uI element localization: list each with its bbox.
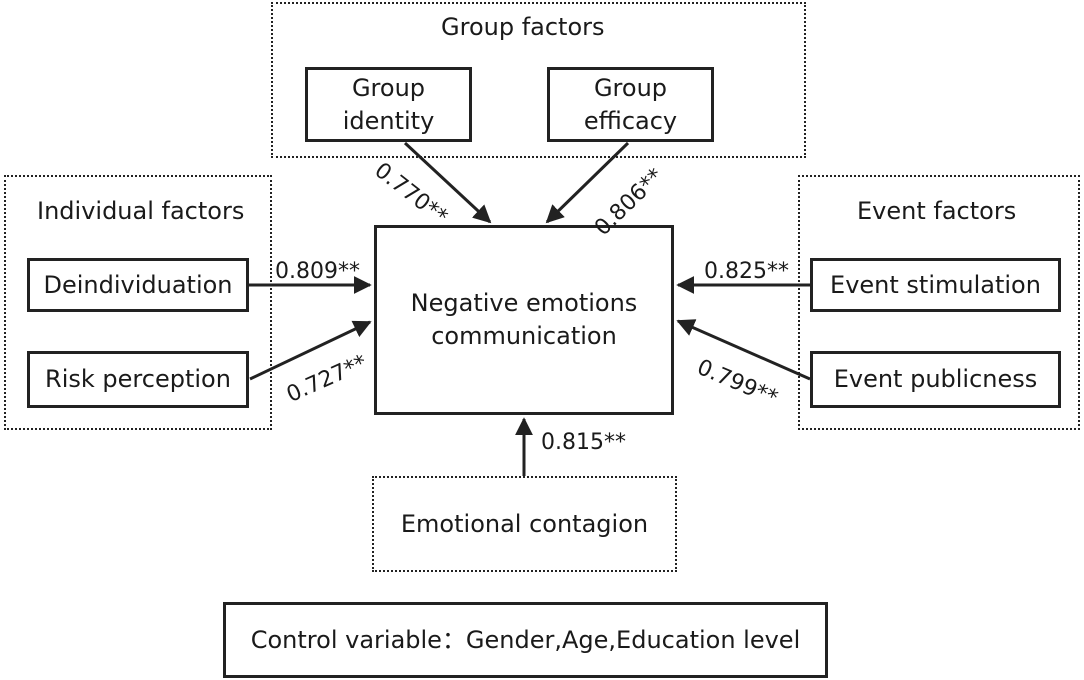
- risk-perception-box: Risk perception: [27, 351, 249, 408]
- event-publicness-box: Event publicness: [810, 351, 1061, 408]
- arrow-group-efficacy: [545, 141, 630, 224]
- individual-factors-title: Individual factors: [37, 197, 245, 225]
- group-efficacy-line-1: Group: [593, 73, 668, 102]
- emotional-contagion-label: Emotional contagion: [400, 510, 649, 538]
- control-variable-box: Control variable：Gender,Age,Education le…: [223, 602, 828, 678]
- arrow-event-publicness: [676, 319, 811, 381]
- risk-perception-label: Risk perception: [45, 365, 231, 393]
- group-identity-box: Group identity: [305, 67, 472, 142]
- group-factors-container: [271, 2, 806, 158]
- group-identity-line-2: identity: [342, 106, 435, 135]
- arrow-group-identity: [403, 141, 492, 224]
- negative-emotions-line-2: communication: [431, 322, 617, 350]
- event-publicness-label: Event publicness: [833, 365, 1038, 393]
- emotional-contagion-box: Emotional contagion: [372, 476, 677, 572]
- event-factors-title: Event factors: [857, 197, 1017, 225]
- negative-emotions-line-1: Negative emotions: [410, 289, 638, 317]
- coef-event-stimulation: 0.825**: [704, 259, 789, 284]
- arrow-risk-perception: [249, 320, 372, 381]
- individual-factors-container: [4, 175, 272, 430]
- event-stimulation-box: Event stimulation: [810, 258, 1061, 312]
- event-factors-container: [798, 175, 1080, 430]
- deindividuation-box: Deindividuation: [27, 258, 249, 312]
- group-efficacy-box: Group efficacy: [547, 67, 714, 142]
- deindividuation-label: Deindividuation: [43, 270, 233, 299]
- group-efficacy-line-2: efficacy: [583, 106, 678, 135]
- group-identity-line-1: Group: [351, 73, 426, 102]
- coef-deindividuation: 0.809**: [275, 259, 360, 284]
- group-factors-title: Group factors: [441, 13, 605, 41]
- coef-emotional-contagion: 0.815**: [541, 430, 626, 455]
- event-stimulation-label: Event stimulation: [830, 270, 1041, 299]
- control-variable-label: Control variable：Gender,Age,Education le…: [250, 625, 801, 654]
- negative-emotions-communication-box: Negative emotions communication: [374, 225, 674, 415]
